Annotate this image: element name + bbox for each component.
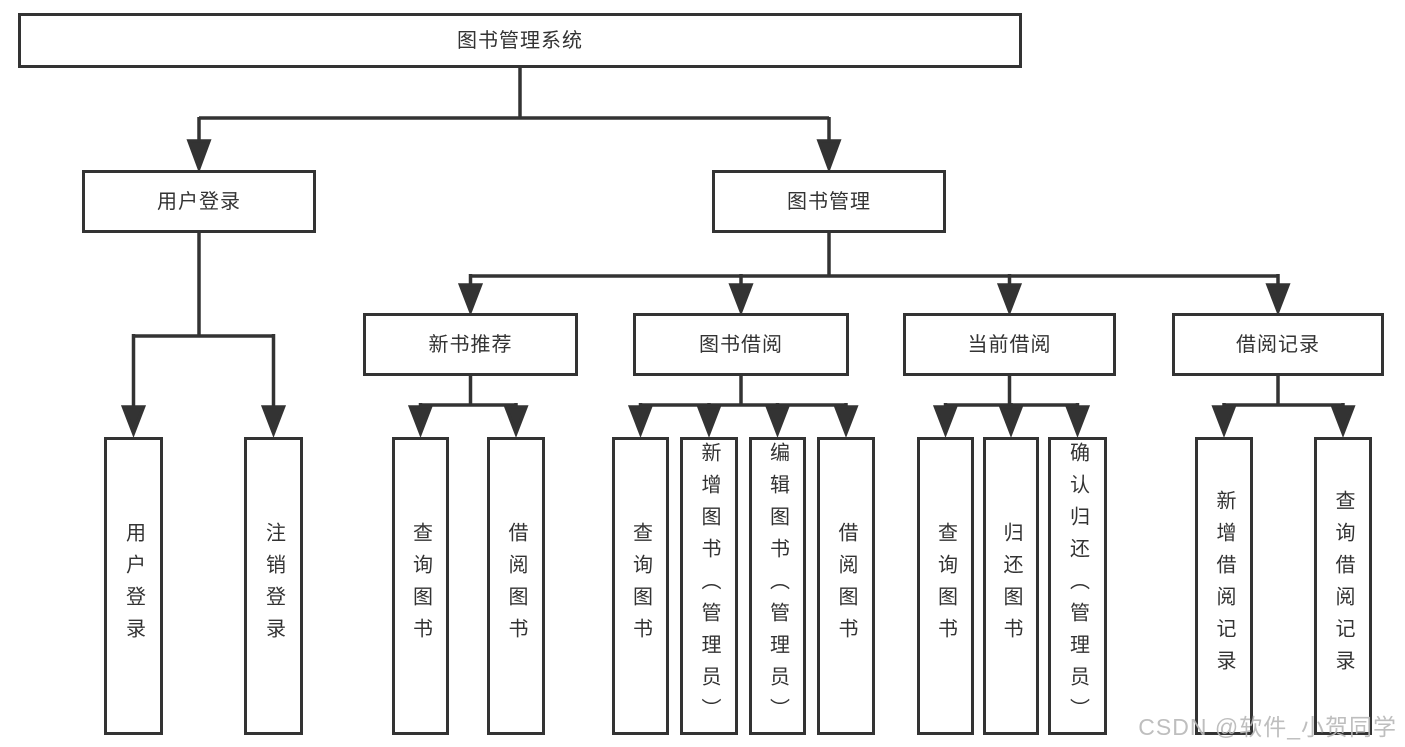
leaf-query-books-borrowing: 查询图书 [612, 437, 669, 735]
node-user-login: 用户登录 [82, 170, 316, 233]
leaf-user-login: 用户登录 [104, 437, 163, 735]
leaf-logout: 注销登录 [244, 437, 303, 735]
node-book-borrowing: 图书借阅 [633, 313, 849, 376]
leaf-return-books: 归还图书 [983, 437, 1039, 735]
leaf-query-books-current: 查询图书 [917, 437, 974, 735]
node-current-borrowing: 当前借阅 [903, 313, 1116, 376]
node-borrowing-records: 借阅记录 [1172, 313, 1384, 376]
leaf-add-books-admin: 新增图书（管理员） [680, 437, 738, 735]
leaf-borrow-books-recommend: 借阅图书 [487, 437, 545, 735]
node-new-book-recommendation: 新书推荐 [363, 313, 578, 376]
leaf-confirm-return-admin: 确认归还（管理员） [1048, 437, 1107, 735]
leaf-borrow-books-borrowing: 借阅图书 [817, 437, 875, 735]
leaf-query-borrow-record: 查询借阅记录 [1314, 437, 1372, 735]
node-library-management-system: 图书管理系统 [18, 13, 1022, 68]
leaf-add-borrow-record: 新增借阅记录 [1195, 437, 1253, 735]
leaf-query-books-recommend: 查询图书 [392, 437, 449, 735]
node-book-management: 图书管理 [712, 170, 946, 233]
leaf-edit-books-admin: 编辑图书（管理员） [749, 437, 806, 735]
csdn-watermark: CSDN @软件_小贺同学 [1138, 714, 1397, 740]
